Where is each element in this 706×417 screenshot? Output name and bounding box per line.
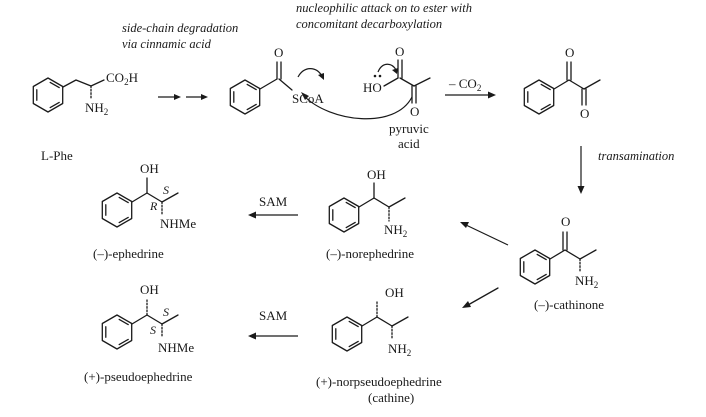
label-l-phe: L-Phe [41, 148, 73, 163]
ho-group: HO [363, 80, 382, 95]
pseudoephedrine-stereo-s1: S [150, 323, 156, 337]
label-ephedrine: (–)-ephedrine [93, 246, 164, 261]
annotation-side-chain-2: via cinnamic acid [122, 37, 212, 51]
cathinone-nh2: NH2 [575, 273, 598, 290]
pseudoephedrine-nhme: NHMe [158, 340, 194, 355]
annotation-nucleophilic-1: nucleophilic attack on to ester with [296, 1, 472, 15]
structure-norephedrine: OH NH2 [328, 167, 407, 239]
transamination-arrow [577, 146, 585, 194]
label-cathine: (cathine) [368, 390, 414, 405]
ephedrine-stereo-r: R [149, 199, 158, 213]
pseudoephedrine-oh: OH [140, 282, 159, 297]
ephedrine-oh: OH [140, 161, 159, 176]
acid-carbonyl-oxygen: O [395, 44, 404, 59]
carbonyl-oxygen: O [274, 45, 283, 60]
label-norephedrine: (–)-norephedrine [326, 246, 414, 261]
structure-cathinone: O NH2 [519, 214, 598, 290]
structure-l-phe: CO2H NH2 [32, 70, 138, 117]
pseudoephedrine-stereo-s2: S [163, 305, 169, 319]
co2-label: – CO2 [448, 76, 481, 93]
scoa-group: SCoA [292, 91, 324, 106]
reduction-arrows [460, 222, 509, 308]
sam-arrow-1: SAM [248, 194, 298, 219]
sam-label-2: SAM [259, 308, 288, 323]
attack-arrow [303, 95, 413, 120]
label-acid: acid [398, 136, 420, 151]
nh2-group: NH2 [85, 100, 108, 117]
multi-step-arrows [158, 94, 208, 100]
structure-pseudoephedrine: OH NHMe S S [101, 282, 194, 355]
label-norpseudoephedrine: (+)-norpseudoephedrine [316, 374, 442, 389]
dione-oxygen-2: O [580, 106, 589, 121]
sam-label-1: SAM [259, 194, 288, 209]
ephedrine-nhme: NHMe [160, 216, 196, 231]
annotation-transamination: transamination [598, 149, 674, 163]
dione-oxygen-1: O [565, 45, 574, 60]
label-pyruvic: pyruvic [389, 121, 429, 136]
structure-phenylpropanedione: O O [523, 45, 601, 121]
structure-norpseudoephedrine: OH NH2 [331, 285, 411, 358]
decarboxylation-arrow: – CO2 [445, 76, 496, 99]
keto-oxygen: O [410, 104, 419, 119]
structure-benzoyl-coa: O SCoA [229, 45, 324, 115]
norephedrine-nh2: NH2 [384, 222, 407, 239]
norpseudoephedrine-nh2: NH2 [388, 341, 411, 358]
norephedrine-oh: OH [367, 167, 386, 182]
structure-ephedrine: OH NHMe R S [101, 161, 196, 231]
norpseudoephedrine-oh: OH [385, 285, 404, 300]
annotation-side-chain-1: side-chain degradation [122, 21, 238, 35]
cathinone-oxygen: O [561, 214, 570, 229]
co2h-group: CO2H [106, 70, 138, 87]
structure-pyruvic-acid: HO O O [363, 44, 431, 119]
label-pseudoephedrine: (+)-pseudoephedrine [84, 369, 193, 384]
label-cathinone: (–)-cathinone [534, 297, 604, 312]
sam-arrow-2: SAM [248, 308, 298, 340]
ephedrine-stereo-s: S [163, 183, 169, 197]
annotation-nucleophilic-2: concomitant decarboxylation [296, 17, 442, 31]
